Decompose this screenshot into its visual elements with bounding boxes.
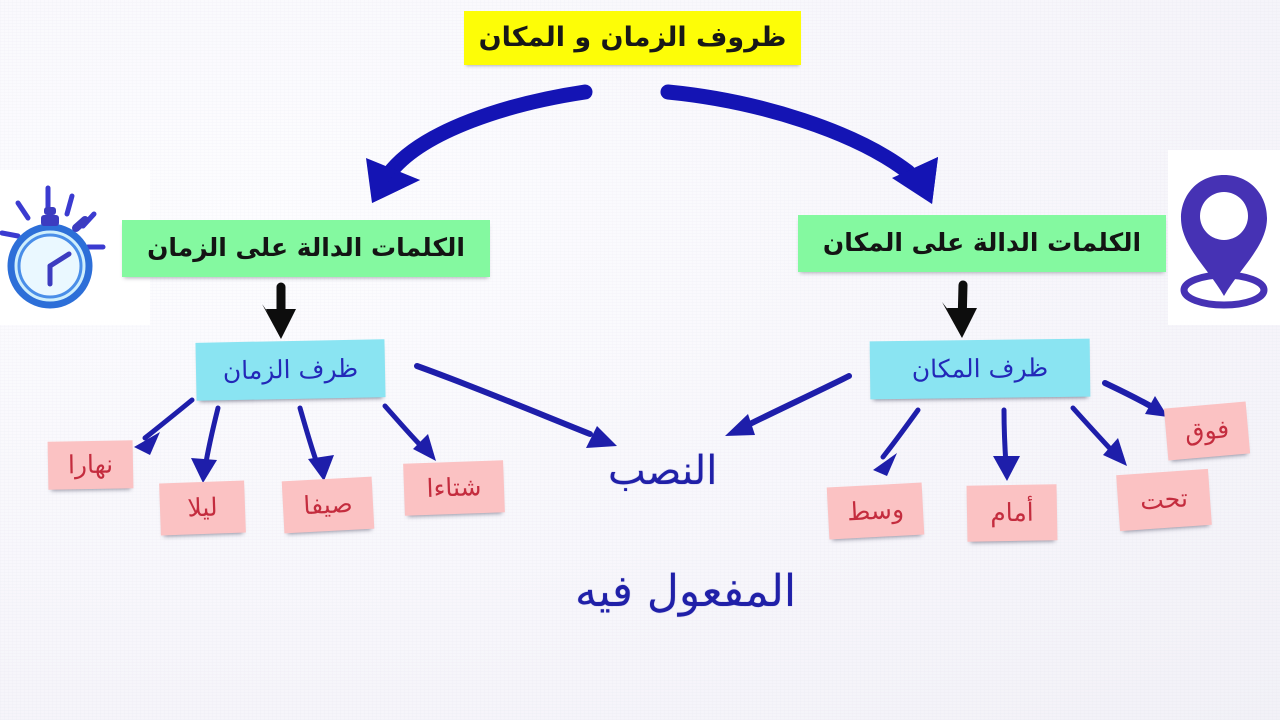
category-box-time: الكلمات الدالة على الزمان — [122, 220, 490, 277]
page-title: ظروف الزمان و المكان — [464, 11, 801, 65]
example-label-time-3: صيفا — [302, 488, 354, 521]
example-card-place-1: وسط — [826, 482, 925, 540]
example-card-place-4: فوق — [1163, 401, 1251, 461]
example-card-time-4: شتاءا — [403, 460, 505, 516]
location-pin-icon — [1168, 150, 1280, 325]
category-label-time: الكلمات الدالة على الزمان — [147, 233, 465, 263]
example-card-time-2: ليلا — [159, 480, 246, 536]
arrow-time-node-to-example-2 — [191, 405, 221, 483]
arrow-time-node-to-nasb — [414, 363, 617, 448]
arrow-place-node-to-example-3 — [1070, 405, 1127, 466]
arrow-place-node-to-example-2 — [993, 407, 1020, 481]
arrow-time-node-to-example-1 — [134, 397, 195, 455]
example-label-place-2: أمام — [990, 497, 1034, 528]
arrow-place-node-to-example-4 — [1102, 380, 1168, 417]
example-label-time-2: ليلا — [186, 492, 219, 523]
note-case-nasb: النصب — [608, 448, 717, 494]
arrow-place-category-to-node — [942, 280, 977, 338]
arrow-title-to-time — [366, 84, 593, 203]
example-card-time-3: صيفا — [281, 476, 375, 534]
arrow-time-category-to-node — [262, 282, 296, 339]
category-label-place: الكلمات الدالة على المكان — [822, 228, 1142, 258]
note-function-mafol-fihi-text: المفعول فيه — [575, 566, 797, 617]
note-function-mafol-fihi: المفعول فيه — [575, 566, 796, 617]
node-label-place: ظرف المكان — [911, 353, 1049, 384]
arrow-time-node-to-example-3 — [297, 405, 334, 481]
example-card-place-2: أمام — [966, 484, 1058, 542]
example-card-time-1: نهارا — [47, 440, 134, 490]
category-box-place: الكلمات الدالة على المكان — [798, 215, 1166, 272]
arrow-time-node-to-example-4 — [382, 403, 436, 461]
example-label-place-4: فوق — [1183, 414, 1231, 447]
example-label-place-3: تحت — [1139, 483, 1189, 516]
example-label-place-1: وسط — [846, 494, 905, 527]
arrow-title-to-place — [660, 84, 938, 204]
node-box-place: ظرف المكان — [869, 338, 1091, 400]
node-box-time: ظرف الزمان — [195, 339, 386, 401]
example-label-time-1: نهارا — [67, 449, 114, 480]
node-label-time: ظرف الزمان — [222, 353, 359, 386]
note-case-nasb-text: النصب — [608, 448, 718, 494]
page-title-text: ظروف الزمان و المكان — [478, 21, 787, 53]
example-label-time-4: شتاءا — [426, 471, 482, 503]
arrow-place-node-to-example-1 — [873, 407, 921, 476]
arrow-place-node-to-nasb — [725, 373, 852, 436]
example-card-place-3: تحت — [1116, 468, 1212, 532]
